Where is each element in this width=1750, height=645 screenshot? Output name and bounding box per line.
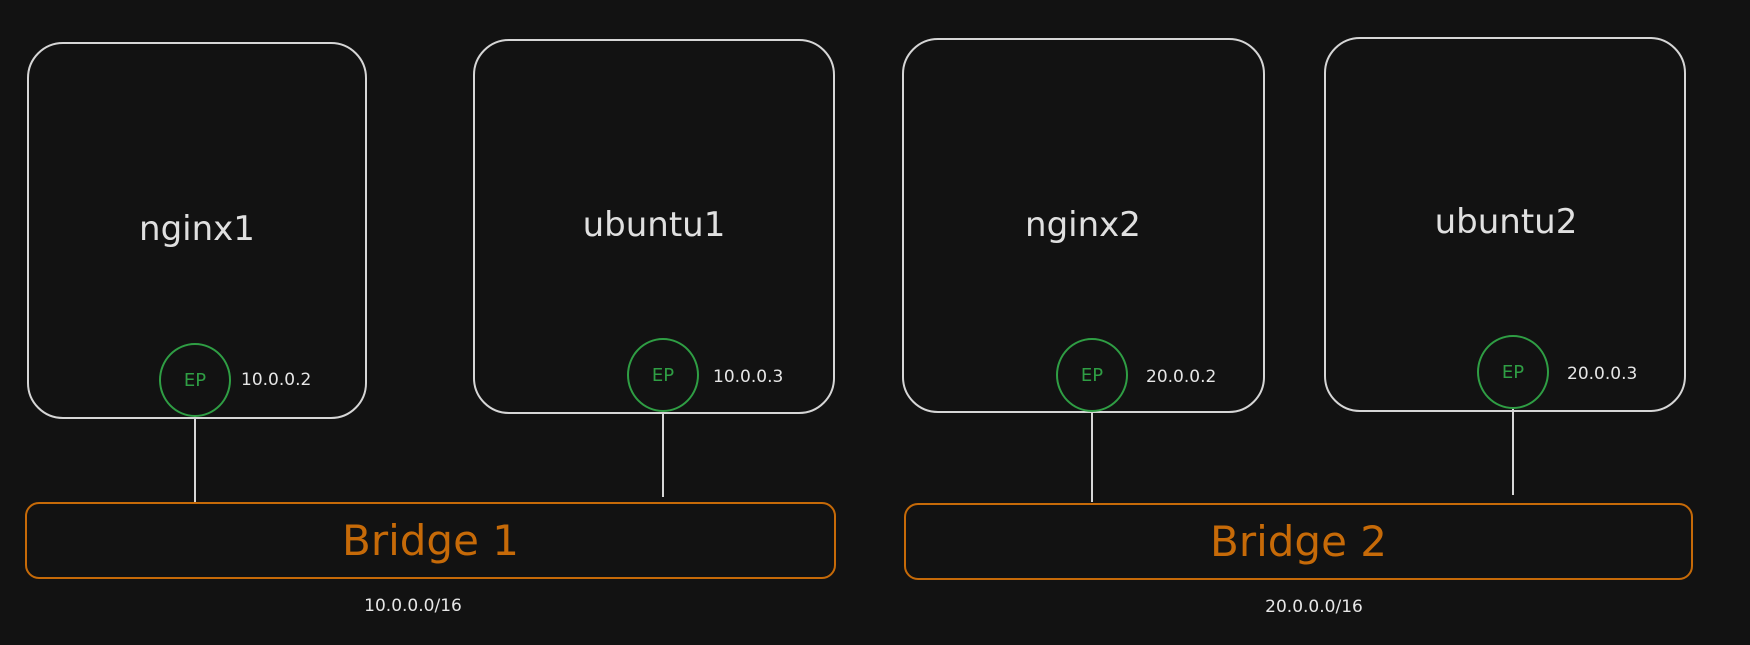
endpoint-ip: 10.0.0.3 bbox=[713, 367, 784, 387]
bridge-subnet: 20.0.0.0/16 bbox=[1265, 597, 1363, 617]
bridge-label: Bridge 2 bbox=[1210, 517, 1387, 566]
container-nginx1 bbox=[27, 42, 367, 419]
endpoint-ip: 20.0.0.2 bbox=[1146, 367, 1217, 387]
endpoint-circle: EP bbox=[1056, 338, 1128, 412]
endpoint-circle: EP bbox=[627, 338, 699, 412]
connector-line bbox=[1512, 409, 1514, 495]
container-ubuntu2 bbox=[1324, 37, 1686, 412]
connector-line bbox=[662, 412, 664, 497]
connector-line bbox=[194, 416, 196, 502]
endpoint-circle: EP bbox=[159, 343, 231, 417]
endpoint-circle: EP bbox=[1477, 335, 1549, 409]
container-label: nginx1 bbox=[139, 209, 255, 249]
bridge-1: Bridge 1 bbox=[25, 502, 836, 579]
endpoint-ip: 20.0.0.3 bbox=[1567, 364, 1638, 384]
bridge-label: Bridge 1 bbox=[342, 516, 519, 565]
container-label: ubuntu2 bbox=[1434, 202, 1578, 242]
container-label: ubuntu1 bbox=[582, 205, 726, 245]
bridge-subnet: 10.0.0.0/16 bbox=[364, 596, 462, 616]
container-ubuntu1 bbox=[473, 39, 835, 414]
container-label: nginx2 bbox=[1025, 205, 1141, 245]
bridge-2: Bridge 2 bbox=[904, 503, 1693, 580]
endpoint-ip: 10.0.0.2 bbox=[241, 370, 312, 390]
connector-line bbox=[1091, 411, 1093, 502]
container-nginx2 bbox=[902, 38, 1265, 413]
